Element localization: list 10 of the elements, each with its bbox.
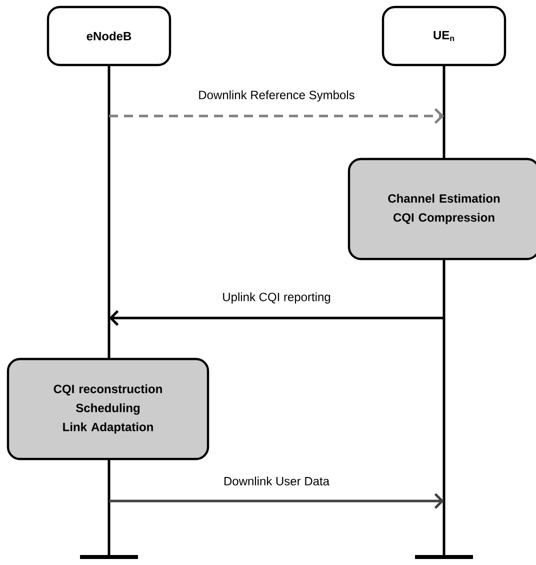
edge-label: Downlink User Data (222, 476, 331, 486)
message-arrow (109, 493, 444, 509)
participant-box: UE$_{n}$ (382, 6, 506, 66)
edge-label: Downlink Reference Symbols (197, 89, 356, 103)
message-arrow (109, 108, 444, 124)
activity-box: Channel Estimation CQI Compression (348, 158, 536, 260)
edge-label: Uplink CQI reporting (221, 291, 332, 305)
activity-box: CQI reconstruction Scheduling Link Adaptation (6, 358, 210, 460)
message-arrow (109, 310, 444, 326)
participant-box: eNodeB (46, 6, 172, 66)
